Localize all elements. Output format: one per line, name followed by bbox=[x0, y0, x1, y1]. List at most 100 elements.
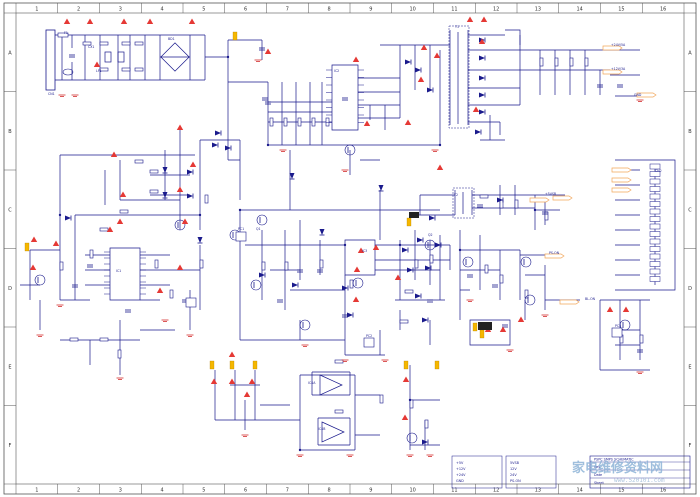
diode bbox=[289, 173, 295, 180]
net-flag bbox=[602, 69, 623, 75]
diode-body bbox=[225, 145, 231, 151]
connector-pin bbox=[649, 261, 661, 267]
wire-segment bbox=[331, 64, 359, 131]
diode-body bbox=[347, 312, 353, 318]
resistor bbox=[514, 199, 519, 209]
warning-triangle bbox=[264, 48, 272, 54]
junction-dot bbox=[266, 143, 270, 147]
resistor bbox=[134, 159, 144, 164]
junction-dot bbox=[458, 248, 462, 252]
wire-segment bbox=[519, 35, 610, 105]
warning-triangle bbox=[466, 16, 474, 22]
warning-triangle bbox=[210, 378, 218, 384]
resistor bbox=[499, 274, 504, 284]
resistor bbox=[121, 41, 131, 46]
warning-triangle bbox=[352, 56, 360, 62]
grid-col-bottom: 8 bbox=[328, 488, 331, 494]
wire-segment bbox=[74, 214, 200, 300]
warning-triangle bbox=[106, 226, 114, 232]
warning-triangle bbox=[622, 306, 630, 312]
net-flag bbox=[559, 299, 580, 305]
grid-col-bottom: 15 bbox=[618, 488, 624, 494]
label-opamp-2: IC4B bbox=[318, 427, 325, 431]
warning-triangle bbox=[63, 18, 71, 24]
diode-body bbox=[402, 247, 408, 253]
warning-triangle bbox=[176, 264, 184, 270]
diode-body bbox=[162, 192, 168, 198]
connector-pin bbox=[649, 171, 661, 177]
label-optocoupler-3: PC3 bbox=[615, 324, 621, 328]
resistor bbox=[349, 279, 354, 289]
resistor bbox=[69, 337, 79, 342]
resistor bbox=[169, 289, 174, 299]
warning-triangle bbox=[120, 18, 128, 24]
resistor bbox=[82, 41, 92, 46]
resistor bbox=[99, 41, 109, 46]
components bbox=[34, 25, 661, 457]
warning-triangle bbox=[243, 391, 251, 397]
junction-dot bbox=[343, 243, 347, 247]
resistor bbox=[99, 337, 109, 342]
diode bbox=[319, 229, 325, 236]
wire-segment bbox=[59, 154, 195, 301]
connector-pin bbox=[649, 238, 661, 245]
resistor bbox=[134, 67, 144, 72]
safety-warning-triangles bbox=[29, 16, 630, 420]
warning-triangle bbox=[402, 376, 410, 382]
resistor bbox=[149, 189, 159, 194]
output-label-ps-on: PS-ON bbox=[549, 251, 560, 255]
resistor bbox=[121, 67, 131, 72]
grid-col-top: 7 bbox=[286, 7, 289, 13]
bridge-rectifier bbox=[160, 42, 190, 72]
diode-body bbox=[212, 142, 218, 148]
diode-body bbox=[65, 215, 71, 221]
grid-row-right: A bbox=[688, 50, 692, 56]
warning-triangle bbox=[353, 266, 361, 272]
diode-body bbox=[479, 55, 485, 61]
warning-triangle bbox=[189, 161, 197, 167]
wire-segment bbox=[119, 160, 190, 201]
label-fuse: F1 bbox=[64, 31, 68, 35]
resistor bbox=[409, 399, 414, 409]
diode-body bbox=[429, 215, 435, 221]
grid-col-bottom: 16 bbox=[660, 488, 666, 494]
junction-dot bbox=[226, 55, 230, 59]
wire-segment bbox=[358, 77, 400, 119]
transistor-body bbox=[424, 239, 436, 251]
connector-pin bbox=[649, 223, 661, 230]
transistor-body bbox=[619, 319, 631, 331]
diode-body bbox=[292, 282, 298, 288]
wire-segment bbox=[479, 235, 560, 300]
warning-triangle bbox=[228, 378, 236, 384]
label-common-mode-choke: LF1 bbox=[96, 69, 102, 73]
resistor bbox=[99, 67, 109, 72]
net-flag bbox=[636, 92, 657, 98]
grid-row-right: E bbox=[688, 364, 691, 370]
diode bbox=[402, 247, 409, 253]
transistor-body bbox=[34, 274, 46, 286]
notes-2-line-1: 5VSB bbox=[510, 461, 520, 465]
label-pfc-ic: IC1 bbox=[116, 269, 121, 273]
thermistor bbox=[62, 68, 74, 76]
output-label-gnd: GND bbox=[634, 93, 642, 97]
warning-triangle bbox=[228, 351, 236, 357]
notes-1-line-3: +24V bbox=[456, 473, 466, 477]
diode bbox=[212, 142, 219, 148]
grid-col-bottom: 5 bbox=[202, 488, 205, 494]
warning-triangle bbox=[472, 106, 480, 112]
diode bbox=[225, 145, 232, 151]
net-flag bbox=[611, 167, 632, 173]
wire-segment bbox=[468, 34, 520, 123]
test-pad bbox=[24, 242, 30, 252]
resistor bbox=[261, 261, 266, 271]
grid-row-right: C bbox=[688, 207, 692, 213]
connector-pin bbox=[649, 246, 661, 252]
title-block-row-2: Date bbox=[594, 473, 602, 477]
wire-segment bbox=[454, 190, 473, 215]
wire-segment bbox=[459, 230, 520, 320]
drawing-frame bbox=[3, 2, 697, 495]
diode bbox=[475, 129, 482, 135]
diode-body bbox=[405, 59, 411, 65]
net-flag bbox=[529, 197, 550, 203]
transistor-body bbox=[352, 277, 364, 289]
